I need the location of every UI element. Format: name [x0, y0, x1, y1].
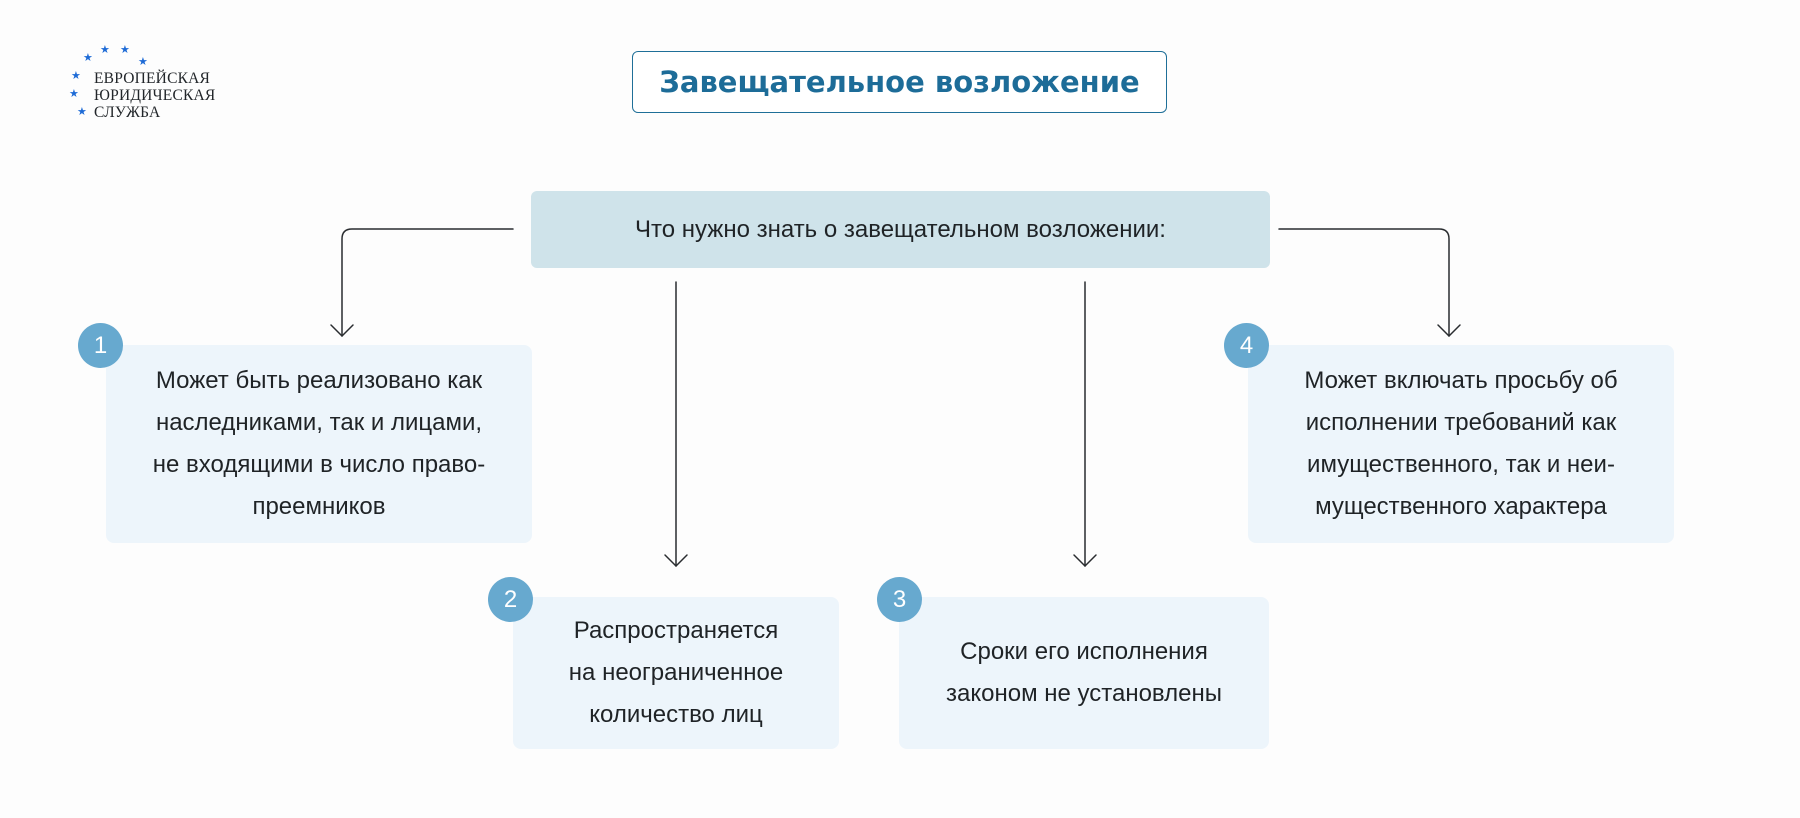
- logo-line: служба: [94, 104, 161, 121]
- arrowhead-1: [330, 324, 354, 337]
- card-line: исполнении требований как: [1305, 409, 1617, 436]
- card-4: Может включать просьбу об исполнении тре…: [1248, 345, 1674, 543]
- connector-arrow-4: [1278, 228, 1450, 337]
- card-line: имущественного, так и неи-: [1307, 451, 1615, 478]
- card-line: преемников: [252, 493, 386, 520]
- card-text: Сроки его исполнения законом не установл…: [946, 631, 1222, 715]
- logo-star-icon: ★: [71, 70, 81, 82]
- number-badge-3: 3: [877, 577, 922, 622]
- card-text: Может быть реализовано как наследниками,…: [153, 360, 485, 528]
- arrowhead-3: [1073, 554, 1097, 567]
- logo-star-icon: ★: [120, 44, 130, 56]
- card-text: Может включать просьбу об исполнении тре…: [1304, 360, 1617, 528]
- logo-text: Европейская юридическая служба: [94, 70, 215, 121]
- card-line: Сроки его исполнения: [960, 638, 1208, 665]
- number-badge-1: 1: [78, 323, 123, 368]
- number-badge-2: 2: [488, 577, 533, 622]
- card-line: законом не установлены: [946, 680, 1222, 707]
- logo-star-icon: ★: [100, 44, 110, 56]
- logo-star-icon: ★: [77, 106, 87, 118]
- card-2: Распространяется на неограниченное колич…: [513, 597, 839, 749]
- card-text: Распространяется на неограниченное колич…: [569, 610, 783, 736]
- logo-star-icon: ★: [83, 52, 93, 64]
- arrowhead-2: [664, 554, 688, 567]
- card-line: наследниками, так и лицами,: [155, 409, 483, 436]
- card-3: Сроки его исполнения законом не установл…: [899, 597, 1269, 749]
- page-title: Завещательное возложение: [659, 65, 1140, 99]
- arrowhead-4: [1437, 324, 1461, 337]
- logo-line: Европейская: [94, 70, 211, 87]
- card-line: Может быть реализовано как: [155, 367, 483, 394]
- logo-line: юридическая: [94, 87, 216, 104]
- logo-star-icon: ★: [69, 88, 79, 100]
- card-line: мущественного характера: [1315, 493, 1607, 520]
- logo: ★ ★ ★ ★ ★ ★ ★ Европейская юридическая сл…: [64, 42, 264, 128]
- logo-star-icon: ★: [138, 56, 148, 68]
- card-line: Может включать просьбу об: [1304, 367, 1618, 394]
- title-box: Завещательное возложение: [632, 51, 1167, 113]
- card-line: на неограниченное: [568, 659, 784, 686]
- card-line: не входящими в число право-: [152, 451, 486, 478]
- card-line: количество лиц: [589, 701, 763, 728]
- header-box: Что нужно знать о завещательном возложен…: [531, 191, 1270, 268]
- number-badge-4: 4: [1224, 323, 1269, 368]
- connector-arrow-1: [341, 228, 514, 337]
- card-1: Может быть реализовано как наследниками,…: [106, 345, 532, 543]
- card-line: Распространяется: [573, 617, 779, 644]
- header-text: Что нужно знать о завещательном возложен…: [635, 215, 1166, 243]
